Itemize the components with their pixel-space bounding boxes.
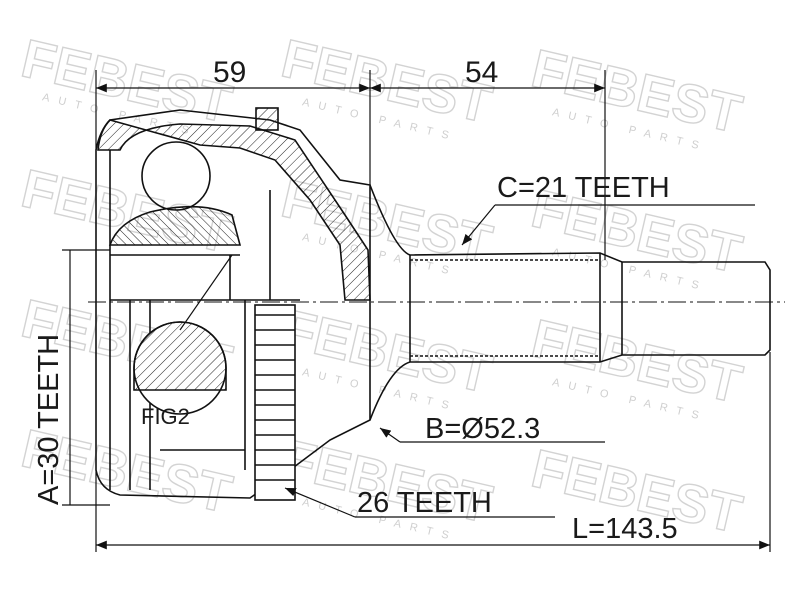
callout-inner-spline: A=30 TEETH — [33, 334, 65, 505]
housing-section-upper — [97, 119, 371, 301]
cv-joint-body — [95, 107, 771, 501]
watermark-group: FEBEST FEBEST FEBEST FEBEST FEBEST FEBES… — [15, 28, 747, 546]
shaft-body — [369, 184, 771, 421]
callout-outer-spline: C=21 TEETH — [497, 172, 670, 204]
top-nut — [255, 107, 279, 131]
dim-shaft-length: 54 — [465, 56, 498, 89]
abs-tone-ring — [254, 304, 296, 501]
figure-ref-label: FIG2 — [141, 404, 190, 429]
dim-joint-length: 59 — [213, 56, 246, 89]
dim-total-length: L=143.5 — [572, 513, 678, 545]
leader-fig2 — [179, 254, 233, 331]
ball — [141, 141, 211, 211]
callout-seal-diameter: B=Ø52.3 — [425, 413, 540, 445]
callout-abs-ring: 26 TEETH — [357, 487, 492, 519]
inner-race-section — [108, 205, 242, 246]
dimension-lines — [62, 70, 771, 552]
ball-lower-hatch — [133, 321, 227, 391]
